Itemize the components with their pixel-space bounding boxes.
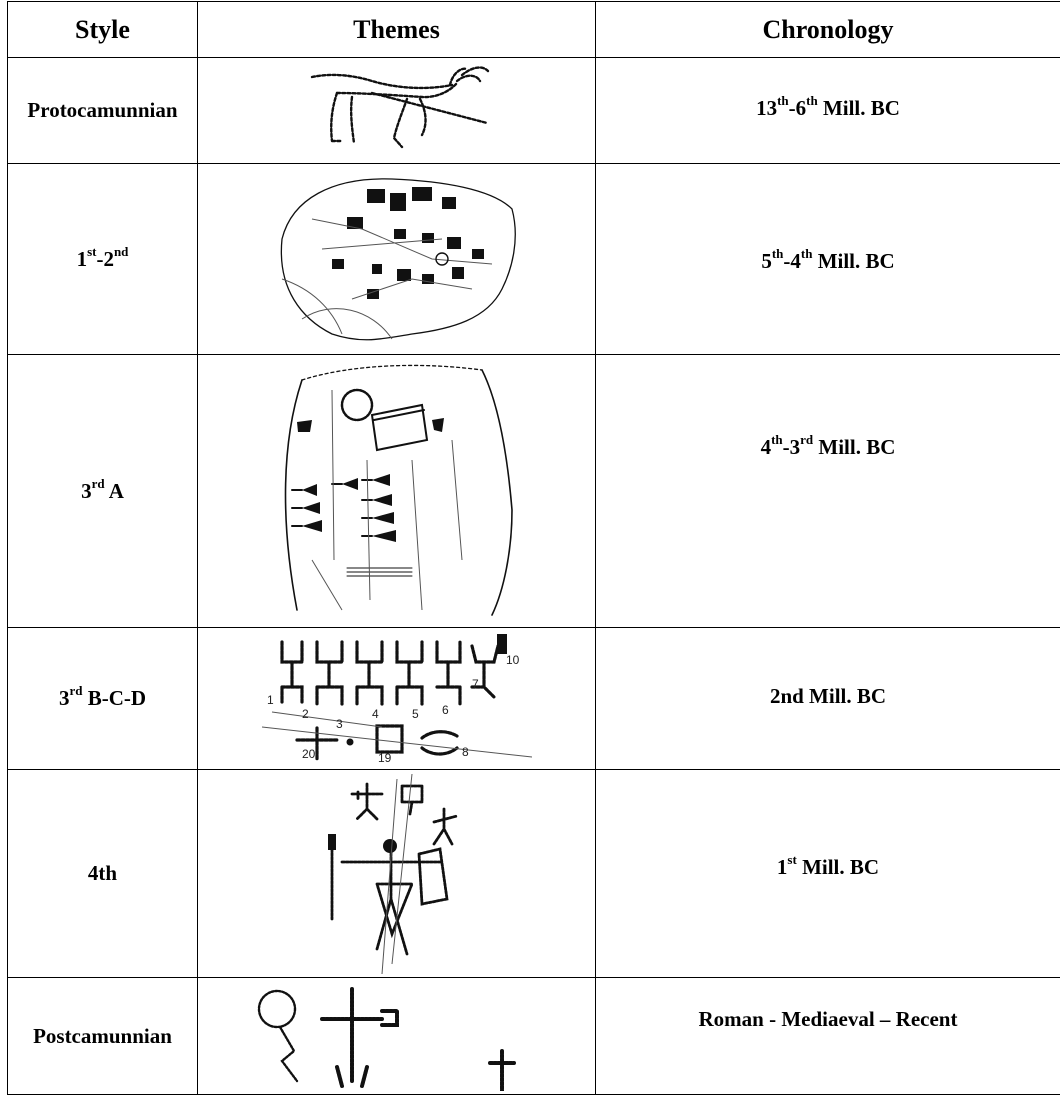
deer-petroglyph-icon <box>310 65 489 148</box>
style-cell: 4th <box>7 769 198 978</box>
style-label: Postcamunnian <box>33 1023 172 1048</box>
table-row: 4th 1st Mill. BC <box>7 769 1060 978</box>
style-cell: 3rd B-C-D <box>7 627 198 770</box>
style-cell: 1st-2nd <box>7 163 198 355</box>
chronology-cell: 13th-6th Mill. BC <box>595 57 1060 164</box>
style-label: 4th <box>87 861 118 885</box>
chronology-cell: 5th-4th Mill. BC <box>595 163 1060 355</box>
header-style: Style <box>7 1 198 58</box>
style-label: 3rd B-C-D <box>58 683 147 710</box>
chronology-label: 1st Mill. BC <box>776 852 880 879</box>
style-cell: Postcamunnian <box>7 977 198 1095</box>
table-row: Postcamunnian Roman - Mediaeval – Recent <box>7 977 1060 1095</box>
header-row: Style Themes Chronology <box>7 1 1060 58</box>
chronology-cell: 4th-3rd Mill. BC <box>595 354 1060 628</box>
header-chronology: Chronology <box>595 1 1060 58</box>
style-cell: 3rd A <box>7 354 198 628</box>
svg-text:8: 8 <box>462 745 469 759</box>
svg-text:7: 7 <box>472 677 479 691</box>
composition-petroglyph-icon <box>284 364 513 616</box>
chronology-label: 2nd Mill. BC <box>769 684 887 708</box>
table-row: 3rd A 4th-3rd Mill. BC <box>7 354 1060 628</box>
chronology-label: 4th-3rd Mill. BC <box>760 432 896 459</box>
table-row: Protocamunnian 13th-6th Mill. BC <box>7 57 1060 164</box>
svg-text:6: 6 <box>442 703 449 717</box>
style-label: 3rd A <box>81 475 124 503</box>
style-label: Protocamunnian <box>27 98 178 122</box>
chronology-label: 13th-6th Mill. BC <box>756 93 900 120</box>
theme-cell <box>197 769 596 978</box>
svg-text:2: 2 <box>302 707 309 721</box>
style-label: 1st-2nd <box>76 243 129 271</box>
header-themes: Themes <box>197 1 596 58</box>
svg-text:5: 5 <box>412 707 419 721</box>
svg-text:1: 1 <box>267 693 274 707</box>
theme-cell <box>197 57 596 164</box>
svg-text:19: 19 <box>378 751 392 765</box>
praying-figures-petroglyph-icon: 1 2 3 4 5 6 7 10 20 19 8 <box>261 633 532 765</box>
theme-cell <box>197 977 596 1095</box>
theme-cell <box>197 354 596 628</box>
warriors-petroglyph-icon <box>327 773 458 974</box>
crosses-petroglyph-icon <box>257 987 516 1091</box>
table-row: 1st-2nd 5th-4th Mill. BC <box>7 163 1060 355</box>
chronology-label: Roman - Mediaeval – Recent <box>698 1007 958 1031</box>
svg-text:10: 10 <box>506 653 520 667</box>
village-map-petroglyph-icon <box>280 178 516 341</box>
chronology-cell: 1st Mill. BC <box>595 769 1060 978</box>
theme-cell: 1 2 3 4 5 6 7 10 20 19 8 <box>197 627 596 770</box>
chronology-cell: Roman - Mediaeval – Recent <box>595 977 1060 1095</box>
chronology-cell: 2nd Mill. BC <box>595 627 1060 770</box>
chronology-label: 5th-4th Mill. BC <box>761 246 895 273</box>
svg-text:4: 4 <box>372 707 379 721</box>
chronology-table: Style Themes Chronology Protocamunnian 1… <box>7 1 1060 1095</box>
table-row: 3rd B-C-D 1 2 3 4 <box>7 627 1060 770</box>
theme-cell <box>197 163 596 355</box>
svg-text:3: 3 <box>336 717 343 731</box>
style-cell: Protocamunnian <box>7 57 198 164</box>
svg-text:20: 20 <box>302 747 316 761</box>
